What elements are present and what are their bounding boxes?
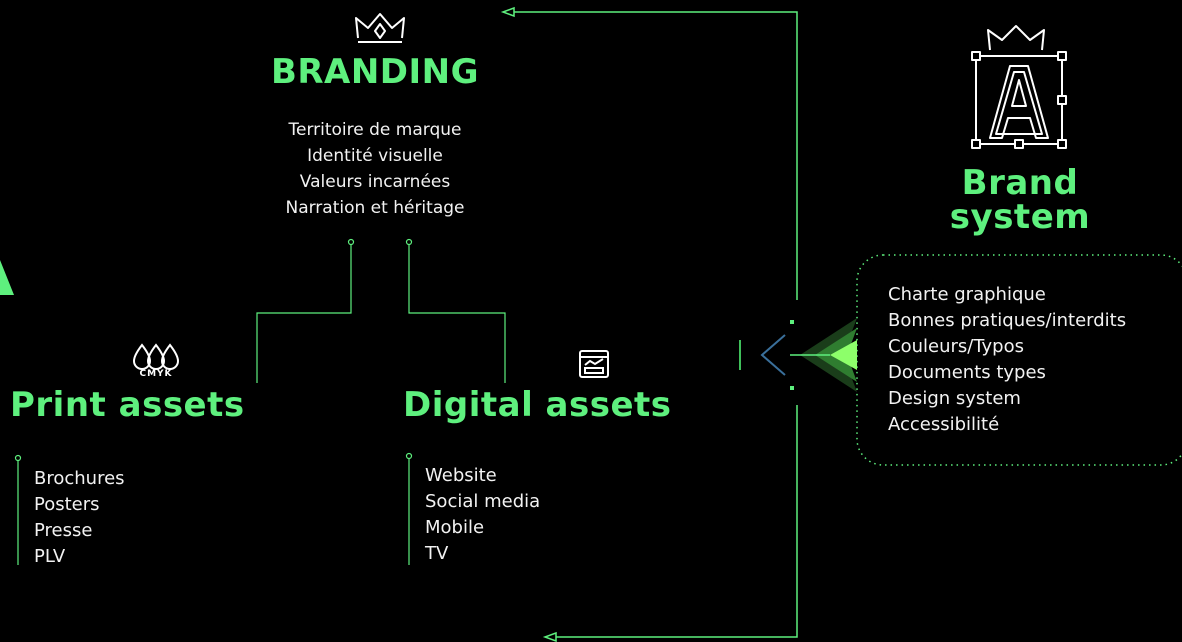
brand-system-title-line1: Brand: [961, 163, 1079, 203]
brand-system-title-line2: system: [949, 197, 1091, 237]
brand-letter-a-icon: [971, 25, 1067, 149]
branding-list: Territoire de marque Identité visuelle V…: [240, 117, 510, 221]
dashboard-window-icon: [579, 350, 609, 378]
list-item: TV: [425, 543, 449, 564]
glow-arrow-graphic: [739, 318, 857, 392]
list-item: Valeurs incarnées: [299, 172, 451, 192]
list-item: Documents types: [888, 362, 1046, 383]
list-item: Territoire de marque: [288, 120, 462, 140]
list-item: Bonnes pratiques/interdits: [888, 310, 1127, 331]
print-assets-list: Brochures Posters Presse PLV: [34, 466, 125, 570]
brand-system-dotted-box: [856, 254, 1182, 466]
list-item: Website: [425, 465, 497, 486]
digital-list-bracket: [405, 452, 413, 565]
print-assets-title: Print assets: [10, 385, 245, 425]
list-item: Posters: [34, 494, 100, 515]
cmyk-drops-icon: [132, 343, 180, 370]
list-item: PLV: [34, 546, 66, 567]
print-list-bracket: [14, 454, 22, 565]
digital-assets-title: Digital assets: [403, 385, 672, 425]
branding-digital-connector: [405, 238, 506, 383]
list-item: Social media: [425, 491, 541, 512]
list-item: Charte graphique: [888, 284, 1046, 305]
list-item: Identité visuelle: [307, 146, 443, 166]
branding-title: BRANDING: [270, 52, 480, 92]
crown-icon: [355, 13, 405, 43]
digital-assets-list: Website Social media Mobile TV: [425, 463, 540, 567]
top-arrow-connector: [500, 6, 798, 300]
list-item: Mobile: [425, 517, 485, 538]
list-item: Accessibilité: [888, 414, 1000, 435]
left-edge-letter-fragment: [0, 260, 14, 295]
cmyk-icon-label: CMYK: [139, 369, 173, 379]
list-item: Presse: [34, 520, 93, 541]
branding-print-connector: [256, 238, 355, 383]
brand-system-title: Brand system: [900, 166, 1140, 234]
list-item: Couleurs/Typos: [888, 336, 1024, 357]
list-item: Design system: [888, 388, 1021, 409]
list-item: Narration et héritage: [285, 198, 465, 218]
bottom-arrow-connector: [542, 405, 798, 642]
brand-system-list: Charte graphique Bonnes pratiques/interd…: [888, 282, 1126, 438]
list-item: Brochures: [34, 468, 125, 489]
